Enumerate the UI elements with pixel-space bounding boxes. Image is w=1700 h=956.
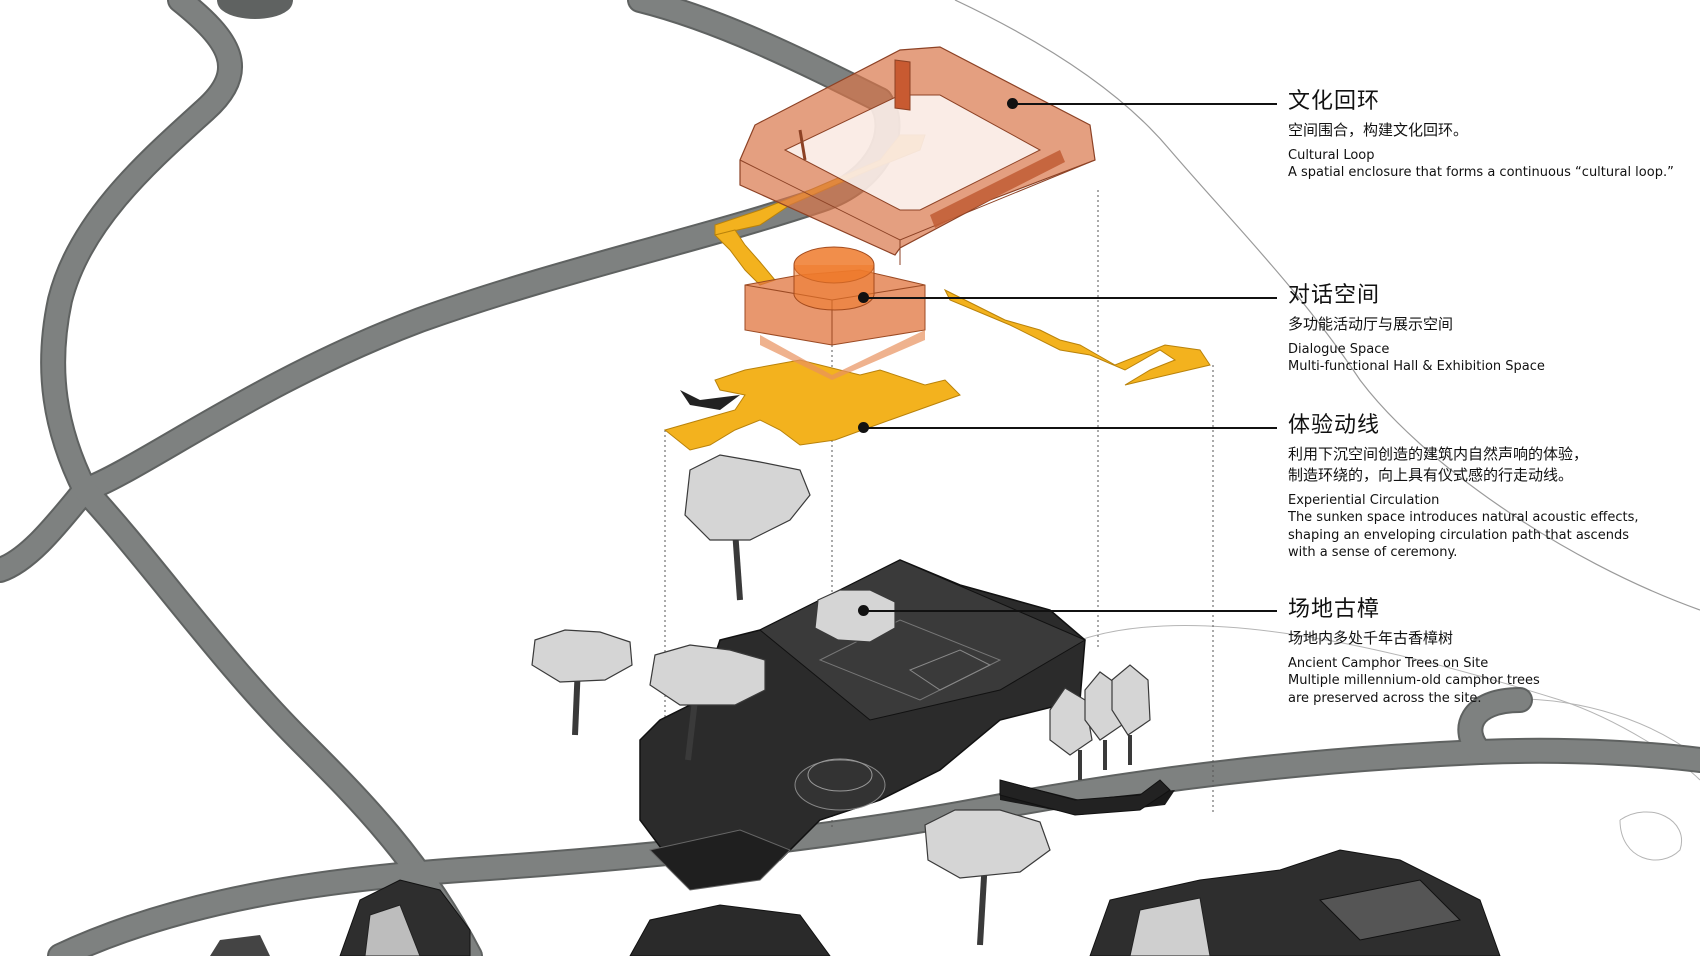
village-buildings — [210, 849, 1501, 956]
callout-desc-en: Multiple millennium-old camphor trees ar… — [1288, 673, 1540, 706]
leader-line-circulation — [863, 427, 1277, 429]
callout-title-zh: 场地古樟 — [1288, 597, 1381, 622]
tree — [1049, 664, 1151, 780]
callout-title-zh: 文化回环 — [1288, 89, 1381, 114]
tree — [649, 644, 766, 761]
callout-title-zh: 体验动线 — [1288, 413, 1381, 438]
tree — [814, 589, 896, 666]
callout-desc-en: Multi-functional Hall & Exhibition Space — [1288, 359, 1545, 374]
callout-cultural-loop: 文化回环 空间围合，构建文化回环。 Cultural Loop A spatia… — [1288, 88, 1688, 182]
terrain-contour — [954, 0, 1700, 611]
callout-title-en: Cultural Loop — [1288, 148, 1375, 163]
callout-desc-en: A spatial enclosure that forms a continu… — [1288, 165, 1674, 180]
callout-desc-zh: 多功能活动厅与展示空间 — [1288, 315, 1454, 333]
callout-title-zh: 对话空间 — [1288, 283, 1381, 308]
callout-title-en: Experiential Circulation — [1288, 493, 1440, 508]
circulation-path — [663, 134, 1211, 451]
callout-dialogue-space: 对话空间 多功能活动厅与展示空间 Dialogue Space Multi-fu… — [1288, 282, 1688, 376]
camphor-trees — [531, 454, 1151, 946]
callout-desc-zh: 利用下沉空间创造的建筑内自然声响的体验， 制造环绕的，向上具有仪式感的行走动线。 — [1288, 445, 1589, 484]
callout-desc-zh: 场地内多处千年古香樟树 — [1288, 629, 1454, 647]
dialogue-space-volume — [744, 246, 926, 380]
callout-camphor-trees: 场地古樟 场地内多处千年古香樟树 Ancient Camphor Trees o… — [1288, 596, 1688, 707]
callout-title-en: Ancient Camphor Trees on Site — [1288, 656, 1489, 671]
tree — [531, 629, 633, 736]
callout-desc-en: The sunken space introduces natural acou… — [1288, 510, 1639, 560]
leader-line-camphor-trees — [863, 610, 1277, 612]
stair-bridge — [999, 779, 1171, 816]
tree — [684, 454, 811, 601]
leader-line-dialogue-space — [863, 297, 1277, 299]
terrain-contour — [1479, 698, 1700, 861]
cultural-loop-volume — [739, 46, 1096, 265]
callout-desc-zh: 空间围合，构建文化回环。 — [1288, 121, 1469, 139]
leader-line-cultural-loop — [1012, 103, 1277, 105]
callout-title-en: Dialogue Space — [1288, 342, 1390, 357]
tree — [924, 809, 1051, 946]
callout-experiential-circulation: 体验动线 利用下沉空间创造的建筑内自然声响的体验， 制造环绕的，向上具有仪式感的… — [1288, 412, 1688, 562]
